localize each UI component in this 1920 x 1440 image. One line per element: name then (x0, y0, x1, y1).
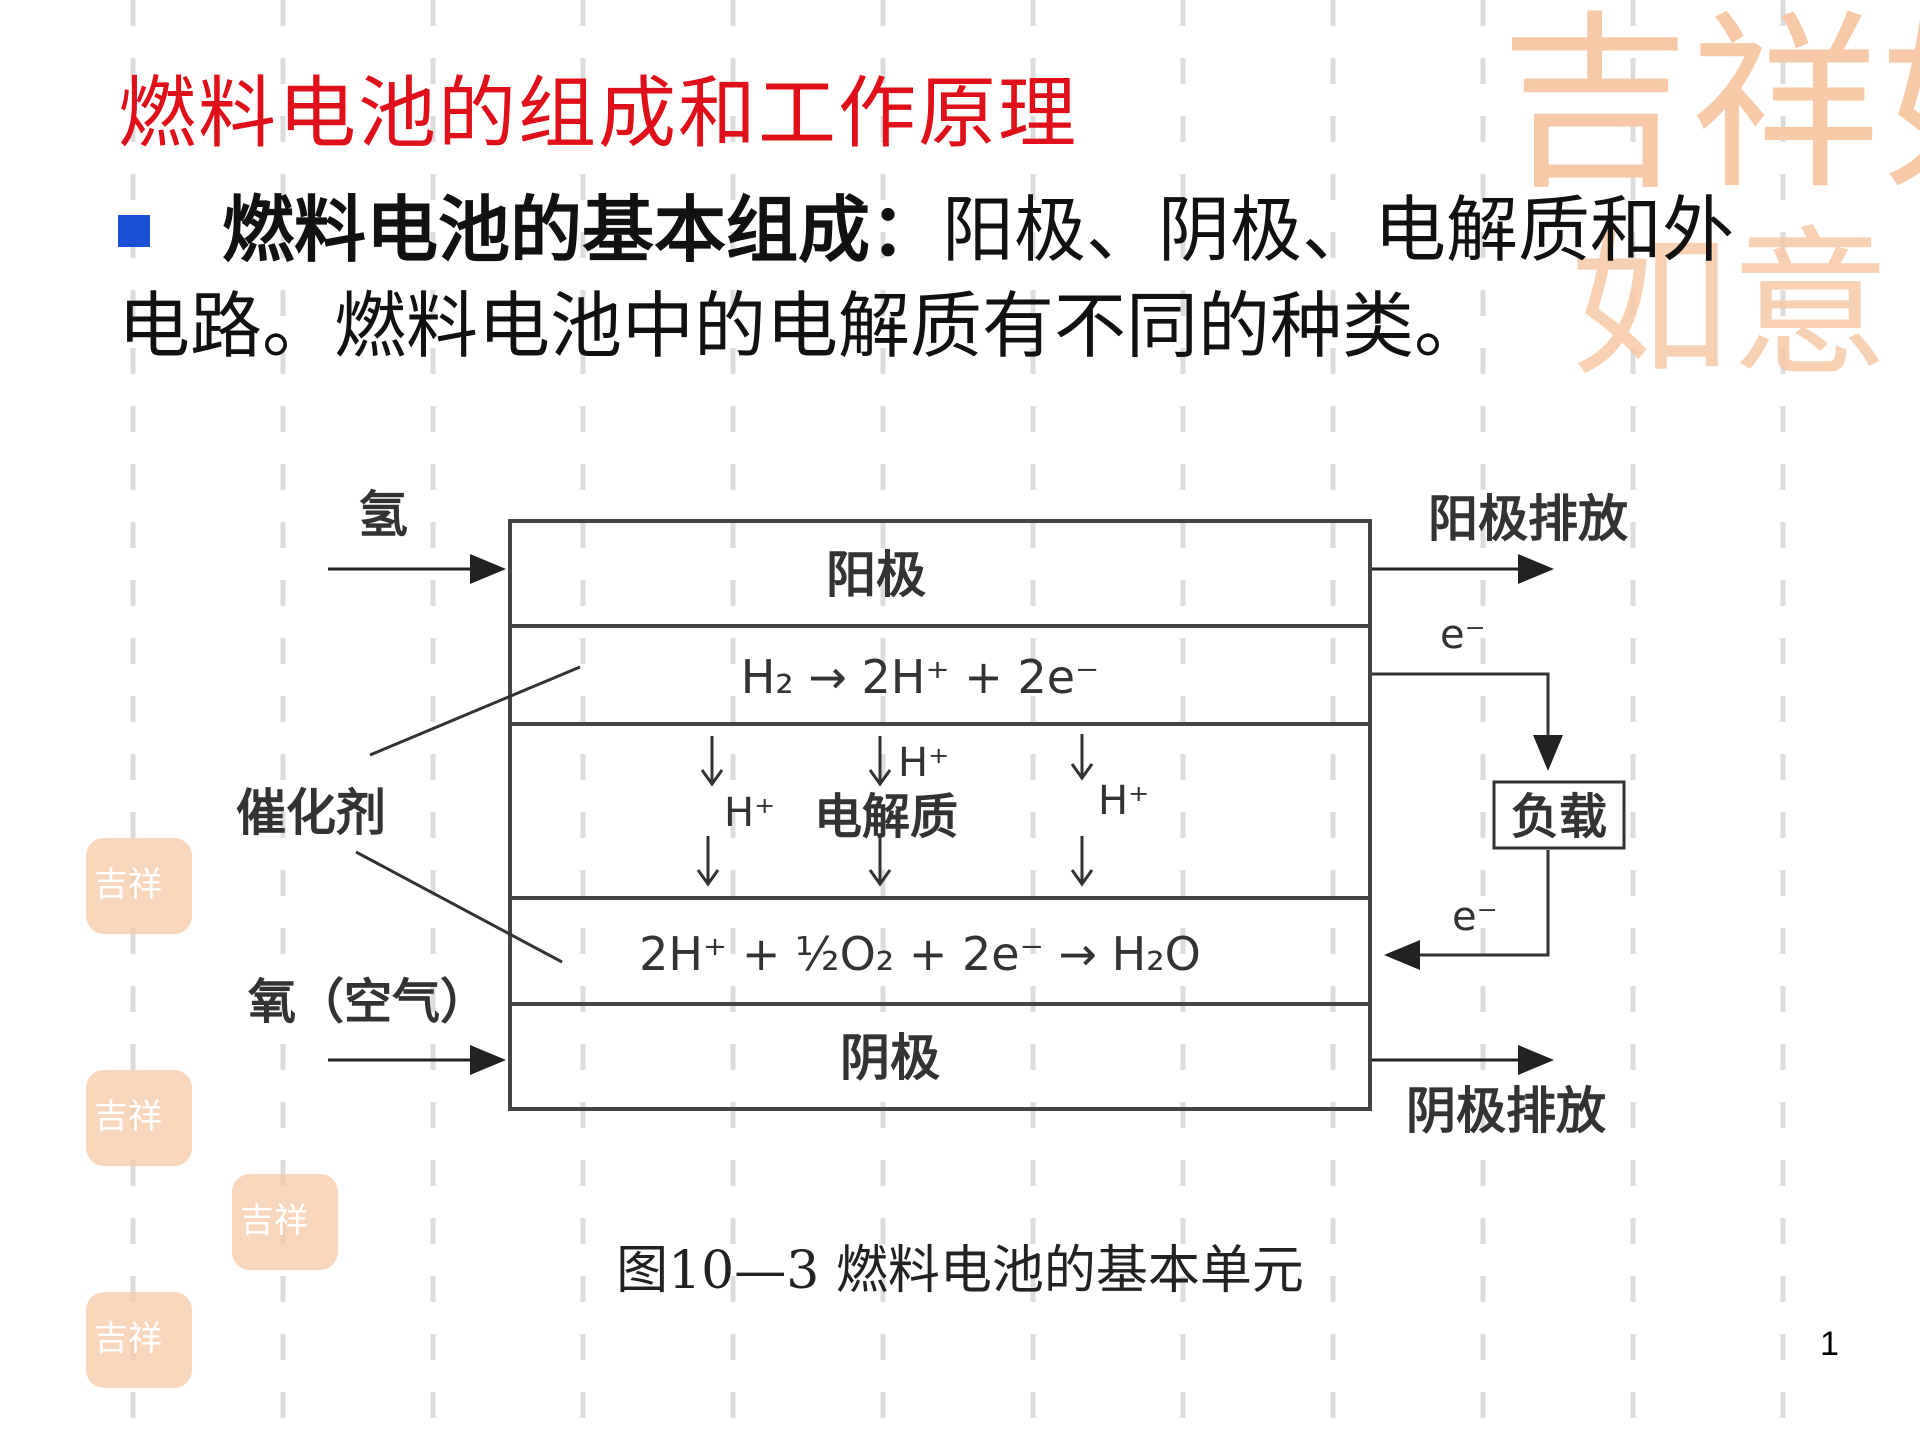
proton-label-3: H⁺ (1098, 778, 1149, 824)
cathode-exhaust-label: 阴极排放 (1406, 1082, 1606, 1140)
watermark-glyph-2: 如意 (1570, 211, 1890, 398)
bullet-lead: 燃料电池的基本组成： (222, 187, 943, 272)
catalyst-pointer-cathode (355, 850, 563, 964)
catalyst-pointer-anode (369, 665, 581, 757)
proton-arrows (696, 734, 1094, 887)
figure-caption: 图10—3 燃料电池的基本单元 (616, 1241, 1304, 1301)
electron-label-top: e⁻ (1440, 612, 1486, 658)
page-number: 1 (1820, 1325, 1839, 1363)
svg-text:吉祥: 吉祥 (94, 1319, 162, 1359)
slide-title: 燃料电池的组成和工作原理 (118, 69, 1079, 159)
anode-label: 阳极 (826, 546, 926, 604)
anode-exhaust-label: 阳极排放 (1428, 490, 1628, 548)
cell-stack-box (508, 519, 1372, 1111)
external-circuit-bottom (1384, 850, 1550, 970)
proton-label-1: H⁺ (724, 790, 775, 836)
catalyst-label: 催化剂 (236, 784, 386, 842)
electron-label-bottom: e⁻ (1452, 894, 1498, 940)
cathode-label: 阴极 (840, 1029, 940, 1087)
svg-text:吉祥: 吉祥 (240, 1201, 308, 1241)
seal-watermark-3: 吉祥 (232, 1174, 338, 1270)
electrolyte-label: 电解质 (814, 789, 958, 845)
bullet-paragraph: 燃料电池的基本组成：阳极、阴极、电解质和外电路。燃料电池中的电解质有不同的种类。 (118, 182, 1758, 374)
cathode-reaction: 2H⁺ + ½O₂ + 2e⁻ → H₂O (639, 927, 1201, 981)
svg-text:吉祥: 吉祥 (94, 865, 162, 905)
hydrogen-input-label: 氢 (358, 486, 408, 544)
load-label: 负载 (1511, 789, 1607, 845)
external-circuit-top (1372, 672, 1563, 771)
load-box (1492, 780, 1626, 850)
oxygen-input-label: 氧（空气） (248, 974, 488, 1030)
seal-watermark-2: 吉祥 (86, 1070, 192, 1166)
svg-text:吉祥: 吉祥 (94, 1097, 162, 1137)
bullet-text: 阳极、阴极、电解质和外电路。燃料电池中的电解质有不同的种类。 (118, 188, 1735, 368)
proton-label-2: H⁺ (898, 740, 949, 786)
bullet-square-icon (118, 215, 150, 247)
anode-reaction: H₂ → 2H⁺ + 2e⁻ (741, 650, 1100, 704)
seal-watermark-1: 吉祥 (86, 838, 192, 934)
seal-watermark-4: 吉祥 (86, 1292, 192, 1388)
